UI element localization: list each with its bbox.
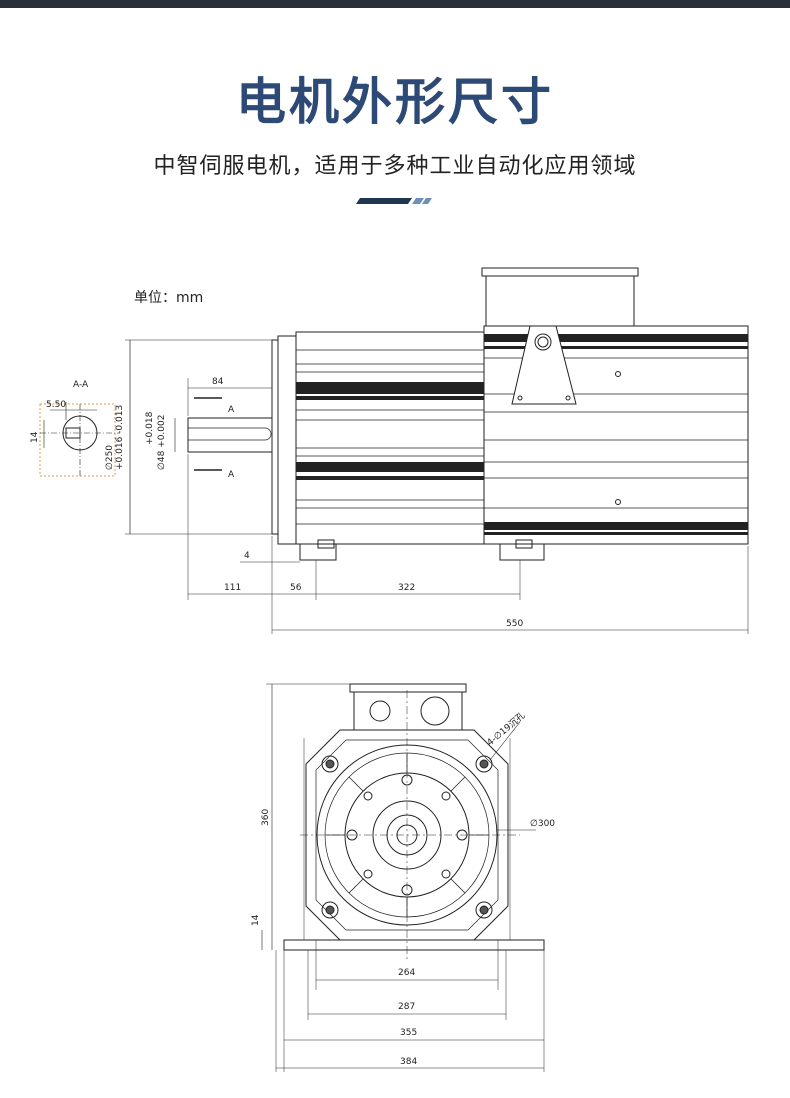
- dim-shaft-tol2: +0.018: [145, 411, 155, 445]
- dim-264: 264: [398, 968, 415, 978]
- base-plate: [283, 939, 545, 951]
- page-subtitle: 中智伺服电机，适用于多种工业自动化应用领域: [153, 154, 637, 179]
- lifting-bracket: [511, 325, 577, 405]
- section-mark-bottom: A: [228, 470, 235, 480]
- section-aa-view: [39, 402, 120, 477]
- terminal-box-lid: [481, 267, 639, 277]
- dim-height-360: 360: [261, 809, 271, 826]
- dim-shaft-tol: +0.016 -0.013: [115, 405, 125, 470]
- top-bar: [0, 0, 790, 8]
- dim-shaft-dia: ∅48 +0.002: [157, 415, 167, 470]
- dim-key-height: 14: [30, 431, 40, 443]
- dim-dia-300: ∅300: [530, 819, 555, 829]
- front-terminal-lid: [349, 683, 467, 693]
- dim-322: 322: [398, 583, 415, 593]
- dim-56: 56: [290, 583, 302, 593]
- rear-foot: [499, 543, 545, 561]
- shaft: [187, 417, 273, 453]
- page-title: 电机外形尺寸: [236, 73, 554, 131]
- dim-base-14: 14: [251, 914, 261, 926]
- terminal-box: [485, 275, 635, 327]
- dim-384: 384: [400, 1057, 417, 1067]
- dim-355: 355: [400, 1028, 417, 1038]
- dim-287: 287: [398, 1002, 415, 1012]
- flange: [271, 339, 279, 535]
- dim-111: 111: [224, 583, 241, 593]
- dim-flange-dia: ∅250: [105, 445, 115, 470]
- dim-key-width: 5.50: [46, 400, 66, 410]
- dim-holes: 4-∅19沉孔: [485, 710, 528, 748]
- title-decoration: [356, 198, 432, 204]
- section-mark-top: A: [228, 405, 235, 415]
- unit-label: 单位：mm: [134, 290, 204, 306]
- dim-step: 4: [244, 551, 250, 561]
- dim-550: 550: [506, 619, 523, 629]
- dim-shaft-length: 84: [212, 377, 224, 387]
- section-label: A-A: [73, 380, 89, 390]
